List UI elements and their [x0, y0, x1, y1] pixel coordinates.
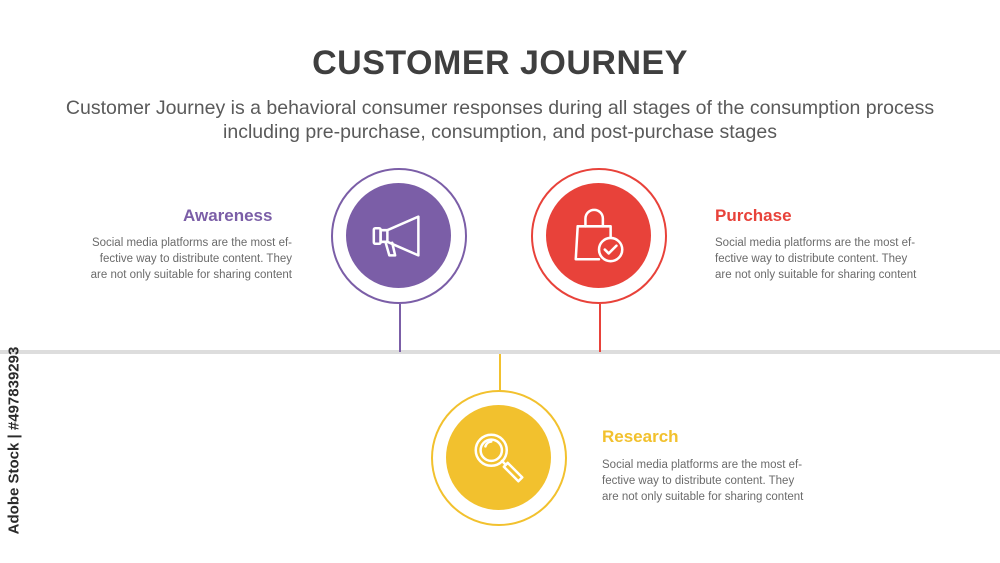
subtitle-line: including pre-purchase, consumption, and…: [223, 121, 777, 143]
desc-line: Social media platforms are the most ef-: [91, 237, 292, 249]
desc-line: fective way to distribute content. They: [99, 253, 292, 265]
magnifier-icon: [473, 432, 524, 483]
stage-desc-purchase: Social media platforms are the most ef- …: [715, 235, 965, 283]
purchase-ring: [531, 168, 667, 304]
stage-desc-awareness: Social media platforms are the most ef- …: [60, 235, 292, 283]
stock-watermark: Adobe Stock | #497839293: [4, 320, 24, 560]
desc-line: are not only suitable for sharing conten…: [90, 269, 292, 281]
desc-line: Social media platforms are the most ef-: [715, 237, 916, 249]
stage-title-awareness: Awareness: [183, 206, 273, 225]
timeline-line: [0, 350, 1000, 354]
shopping-bag-check-icon: [573, 208, 624, 262]
desc-line: fective way to distribute content. They: [715, 253, 908, 265]
desc-line: fective way to distribute content. They: [602, 475, 795, 487]
desc-line: are not only suitable for sharing conten…: [715, 269, 917, 281]
desc-line: Social media platforms are the most ef-: [602, 459, 803, 471]
purchase-disc: [546, 183, 651, 288]
watermark-text: Adobe Stock | #497839293: [5, 346, 23, 534]
page-title: CUSTOMER JOURNEY: [312, 44, 688, 82]
research-ring: [431, 390, 567, 526]
stage-desc-research: Social media platforms are the most ef- …: [602, 457, 852, 505]
desc-line: are not only suitable for sharing conten…: [602, 491, 804, 503]
page-subtitle: Customer Journey is a behavioral consume…: [20, 96, 980, 144]
stage-title-purchase: Purchase: [715, 206, 792, 225]
stage-title-research: Research: [602, 427, 679, 446]
awareness-ring: [331, 168, 467, 304]
research-disc: [446, 405, 551, 510]
awareness-connector: [399, 304, 401, 352]
subtitle-line: Customer Journey is a behavioral consume…: [65, 97, 935, 119]
research-connector: [499, 354, 501, 392]
purchase-connector: [599, 304, 601, 352]
awareness-disc: [346, 183, 451, 288]
megaphone-icon: [372, 214, 420, 257]
